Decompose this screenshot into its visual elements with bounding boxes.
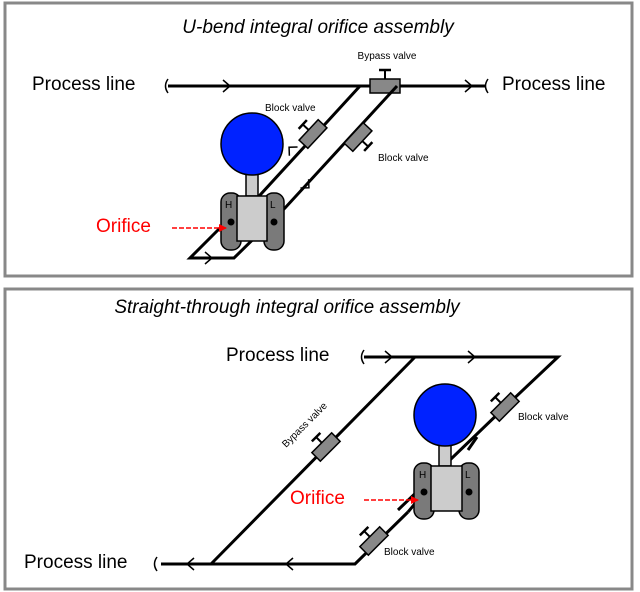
impulse-pipe-u-bend	[186, 84, 399, 260]
pipe-break-left	[164, 78, 169, 94]
pipe-break-bottom	[153, 556, 158, 572]
flow-arrow	[284, 557, 294, 571]
process-line-label-left: Process line	[32, 74, 136, 95]
flow-arrow	[185, 557, 195, 571]
dp-transmitter	[413, 383, 480, 520]
port-low-label: L	[465, 470, 471, 481]
block-valve-lower	[358, 525, 390, 557]
gauge-head	[413, 383, 477, 447]
port-low-label: L	[270, 200, 276, 211]
port-high-label: H	[419, 470, 426, 481]
orifice-label: Orifice	[290, 488, 345, 509]
block-valve-lower-label: Block valve	[378, 153, 429, 164]
transmitter-body	[236, 195, 268, 242]
port-high-label: H	[225, 200, 232, 211]
block-valve-upper-label: Block valve	[265, 103, 316, 114]
pipe-break-top	[360, 349, 365, 365]
process-line-label-bottom: Process line	[24, 552, 128, 573]
port-high-dot	[420, 488, 428, 496]
flow-arrow	[384, 350, 394, 364]
flow-arrow	[288, 146, 298, 156]
pipe-break-right	[484, 78, 489, 94]
block-valve-upper	[297, 118, 328, 150]
bypass-pipe	[209, 355, 417, 566]
port-low-dot	[465, 488, 473, 496]
bypass-valve	[310, 431, 342, 463]
panel-u-bend: U-bend integral orifice assembly Process…	[3, 1, 634, 278]
flow-arrow	[300, 179, 310, 189]
process-pipe-bottom	[161, 510, 410, 566]
flow-arrow	[467, 350, 477, 364]
panel-title: U-bend integral orifice assembly	[182, 17, 455, 38]
gauge-head	[220, 112, 284, 176]
flow-arrow	[204, 251, 214, 265]
orifice-label: Orifice	[96, 216, 151, 237]
port-low-dot	[270, 218, 278, 226]
panel-title: Straight-through integral orifice assemb…	[114, 297, 461, 318]
block-valve-upper-label: Block valve	[518, 412, 569, 423]
process-line-label-top: Process line	[226, 345, 330, 366]
panel-straight-through: Straight-through integral orifice assemb…	[3, 287, 634, 591]
flow-arrow	[222, 79, 232, 93]
dp-transmitter	[220, 112, 285, 251]
impulse-pipe	[466, 436, 479, 451]
block-valve-lower	[343, 121, 374, 153]
transmitter-body	[430, 465, 463, 512]
port-high-dot	[227, 218, 235, 226]
block-valve-upper	[489, 391, 521, 423]
block-valve-lower-label: Block valve	[384, 547, 435, 558]
panel-frame	[3, 1, 634, 278]
process-line-label-right: Process line	[502, 74, 606, 95]
bypass-valve-label: Bypass valve	[358, 51, 417, 62]
flow-arrow	[464, 79, 474, 93]
